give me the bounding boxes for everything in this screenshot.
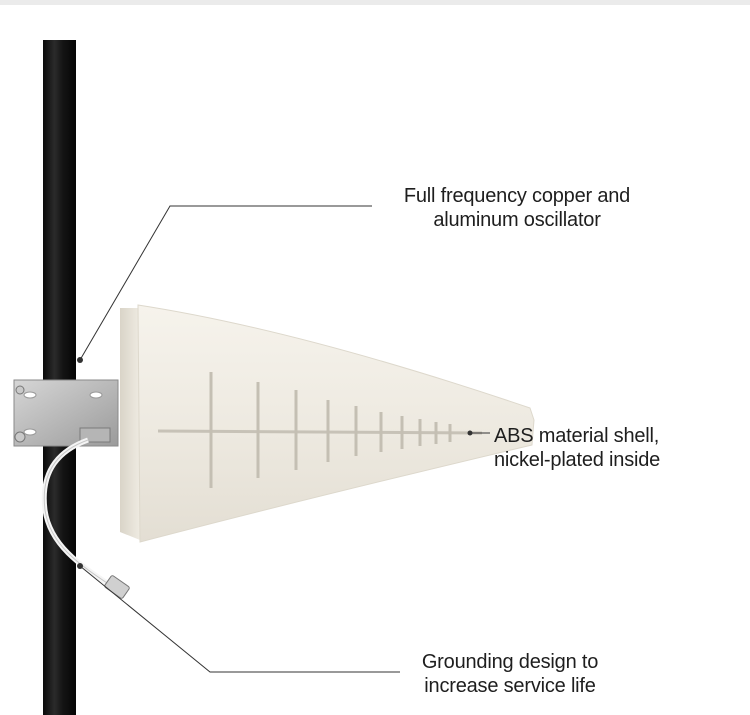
top-border bbox=[0, 0, 750, 5]
mounting-bracket bbox=[13, 379, 119, 447]
callout-shell-line2: nickel-plated inside bbox=[494, 449, 661, 471]
callout-shell-line1: ABS material shell, bbox=[494, 425, 660, 447]
callout-shell: ABS material shell, nickel-plated inside bbox=[494, 424, 684, 472]
leader-lines bbox=[79, 205, 490, 673]
leader-dot-grounding bbox=[77, 563, 83, 569]
coax-cable bbox=[41, 437, 130, 599]
log-periodic-antenna bbox=[120, 304, 535, 543]
callout-grounding: Grounding design to increase service lif… bbox=[400, 650, 620, 698]
callout-grounding-line2: increase service life bbox=[424, 675, 596, 697]
callout-grounding-line1: Grounding design to bbox=[421, 651, 599, 673]
callout-oscillator: Full frequency copper and aluminum oscil… bbox=[382, 184, 652, 232]
callout-oscillator-line1: Full frequency copper and bbox=[403, 185, 631, 207]
callout-oscillator-line2: aluminum oscillator bbox=[433, 209, 601, 231]
leader-dot-oscillator bbox=[77, 357, 83, 363]
mounting-pole bbox=[43, 40, 76, 715]
leader-dot-shell bbox=[467, 430, 473, 436]
